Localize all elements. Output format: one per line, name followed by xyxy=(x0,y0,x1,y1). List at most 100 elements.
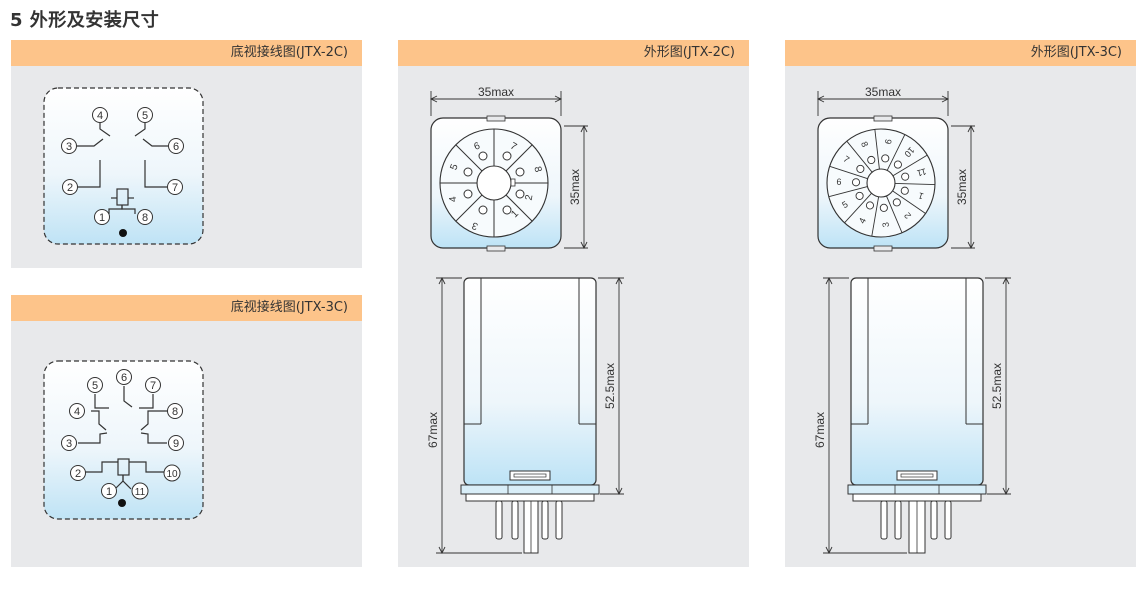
dim-total-label: 67max xyxy=(426,412,440,448)
socket-holes xyxy=(851,154,910,212)
svg-text:2: 2 xyxy=(524,193,536,201)
dimension-height xyxy=(598,276,624,496)
wiring-diagram-3c: 6 5 7 4 8 3 9 2 10 1 11 xyxy=(43,360,204,520)
svg-text:11: 11 xyxy=(135,487,146,498)
pin-labels: 6 5 7 4 8 3 9 2 10 1 11 xyxy=(61,369,184,500)
svg-text:10: 10 xyxy=(166,469,178,480)
svg-text:9: 9 xyxy=(883,138,894,145)
svg-text:2: 2 xyxy=(67,182,73,194)
pin-6: 6 xyxy=(116,369,132,385)
svg-text:1: 1 xyxy=(106,486,112,498)
pin-labels: 4 5 3 6 2 7 1 8 xyxy=(61,107,184,225)
dim-total-label: 67max xyxy=(813,412,827,448)
svg-text:7: 7 xyxy=(508,141,519,154)
socket-outline xyxy=(43,87,204,245)
svg-text:1: 1 xyxy=(917,190,925,201)
pin-1: 1 xyxy=(94,209,110,225)
dimension-width xyxy=(429,91,563,116)
svg-text:2: 2 xyxy=(75,468,81,480)
svg-text:7: 7 xyxy=(841,154,851,165)
svg-text:5: 5 xyxy=(92,380,98,392)
svg-text:4: 4 xyxy=(448,196,459,203)
socket-top: 1 2 3 4 5 6 7 8 xyxy=(439,115,549,252)
pin-11: 11 xyxy=(131,482,149,500)
svg-text:4: 4 xyxy=(74,406,80,418)
pin-2: 2 xyxy=(62,179,78,195)
svg-text:9: 9 xyxy=(173,438,179,450)
pin-8: 8 xyxy=(137,209,153,225)
dim-depth-label: 35max xyxy=(568,169,582,205)
pin-3: 3 xyxy=(61,435,77,451)
wiring-lines xyxy=(77,123,168,214)
pin-6: 6 xyxy=(168,138,184,154)
wiring-diagram-2c: 4 5 3 6 2 7 1 8 xyxy=(43,87,204,245)
svg-text:8: 8 xyxy=(172,406,178,418)
svg-text:5: 5 xyxy=(449,162,461,171)
svg-text:4: 4 xyxy=(97,110,103,122)
panel-outline-2c: 外形图(JTX-2C) 35max xyxy=(398,40,749,567)
svg-text:7: 7 xyxy=(150,380,156,392)
panel-title: 底视接线图(JTX-2C) xyxy=(11,40,362,66)
socket-spokes xyxy=(828,129,935,237)
svg-text:11: 11 xyxy=(916,166,928,178)
svg-text:8: 8 xyxy=(859,140,870,149)
panel-title: 外形图(JTX-3C) xyxy=(785,40,1136,66)
dimension-height xyxy=(985,276,1011,496)
svg-text:2: 2 xyxy=(902,210,913,220)
socket-top: 1 2 3 4 5 6 7 8 9 10 11 xyxy=(826,115,936,252)
dim-width-label: 35max xyxy=(865,85,901,99)
panel-title: 底视接线图(JTX-3C) xyxy=(11,295,362,321)
outline-drawing-2c: 35max 1 2 3 xyxy=(426,85,624,555)
svg-text:4: 4 xyxy=(857,216,868,225)
svg-text:8: 8 xyxy=(142,212,148,224)
svg-text:6: 6 xyxy=(473,140,482,152)
dimension-depth xyxy=(564,124,588,250)
wiring-lines xyxy=(78,386,169,490)
svg-text:6: 6 xyxy=(121,372,127,384)
pin-9: 9 xyxy=(168,435,184,451)
pin-2: 2 xyxy=(70,465,86,481)
svg-text:7: 7 xyxy=(172,182,178,194)
svg-text:3: 3 xyxy=(470,219,479,231)
svg-text:3: 3 xyxy=(881,222,892,228)
pin-4: 4 xyxy=(92,107,108,123)
panel-wiring-2c: 底视接线图(JTX-2C) 4 5 3 6 2 xyxy=(11,40,362,268)
pin-7: 7 xyxy=(145,377,161,393)
dimension-width xyxy=(816,91,950,116)
panel-outline-3c: 外形图(JTX-3C) 35max 1 2 3 4 5 xyxy=(785,40,1136,567)
panel-title: 外形图(JTX-2C) xyxy=(398,40,749,66)
dim-height-label: 52.5max xyxy=(990,363,1004,409)
svg-text:3: 3 xyxy=(66,141,72,153)
svg-text:8: 8 xyxy=(531,165,543,174)
pin-1: 1 xyxy=(101,483,117,499)
svg-text:1: 1 xyxy=(99,212,105,224)
svg-text:10: 10 xyxy=(902,145,916,159)
pin-5: 5 xyxy=(87,377,103,393)
polarity-dot xyxy=(118,499,126,507)
pin-4: 4 xyxy=(69,403,85,419)
dimension-total xyxy=(436,276,522,555)
dim-width-label: 35max xyxy=(478,85,514,99)
pin-8: 8 xyxy=(167,403,183,419)
svg-text:6: 6 xyxy=(173,141,179,153)
panel-wiring-3c: 底视接线图(JTX-3C) 6 5 7 4 8 xyxy=(11,295,362,567)
outline-drawing-3c: 35max 1 2 3 4 5 6 7 8 9 10 11 xyxy=(813,85,1011,555)
relay-side-view xyxy=(460,277,600,554)
dim-depth-label: 35max xyxy=(955,169,969,205)
socket-numbers: 1 2 3 4 5 6 7 8 9 10 11 xyxy=(836,138,927,227)
dimension-depth xyxy=(951,124,975,250)
dim-height-label: 52.5max xyxy=(603,363,617,409)
pin-5: 5 xyxy=(137,107,153,123)
pin-7: 7 xyxy=(167,179,183,195)
pin-3: 3 xyxy=(61,138,77,154)
pin-10: 10 xyxy=(163,464,181,482)
svg-text:6: 6 xyxy=(836,177,841,187)
svg-text:5: 5 xyxy=(840,199,849,210)
polarity-dot xyxy=(119,229,127,237)
svg-text:3: 3 xyxy=(66,438,72,450)
socket-outline xyxy=(43,360,204,520)
svg-text:5: 5 xyxy=(142,110,148,122)
dimension-total xyxy=(823,276,907,555)
section-title: 5 外形及安装尺寸 xyxy=(10,10,160,31)
relay-side-view xyxy=(847,277,987,554)
